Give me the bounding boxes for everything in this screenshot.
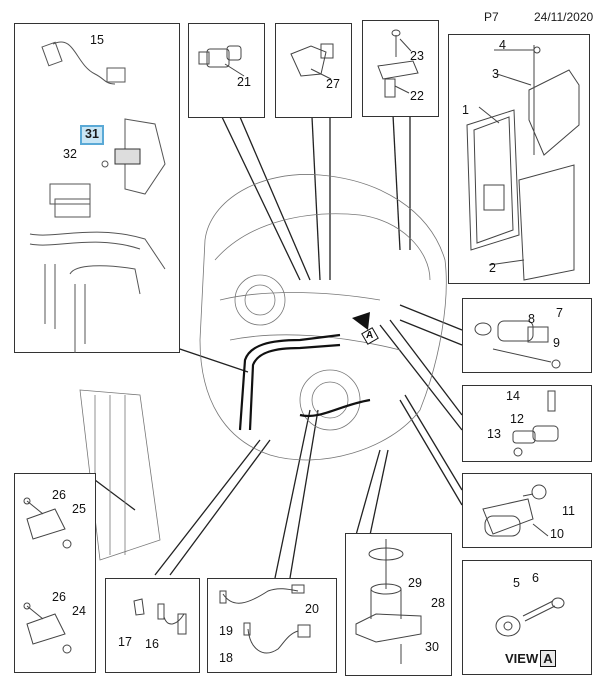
callout-18: 18 — [219, 651, 233, 665]
callout-23: 23 — [410, 49, 424, 63]
callout-29: 29 — [408, 576, 422, 590]
panel-12-13-14 — [462, 385, 592, 462]
part-16-17-drawing — [133, 598, 187, 635]
part-12-13-14-drawing — [512, 390, 559, 457]
callout-2: 2 — [489, 261, 496, 275]
callout-4: 4 — [499, 38, 506, 52]
page-code: P7 — [484, 10, 499, 24]
panel-7-8-9 — [462, 298, 592, 373]
view-letter-badge: A — [540, 650, 556, 667]
panel-16-17 — [105, 578, 200, 673]
leader-10 — [404, 394, 463, 491]
callout-15: 15 — [90, 33, 104, 47]
panel-1-2-3-4 — [448, 34, 590, 284]
part-28-29-30-drawing — [355, 539, 422, 664]
callout-26-top: 26 — [52, 488, 66, 502]
panel-27 — [275, 23, 352, 118]
callout-6: 6 — [532, 571, 539, 585]
callout-1: 1 — [462, 103, 469, 117]
leader-7 — [399, 304, 463, 331]
leader-18 — [274, 409, 311, 579]
leader-16 — [154, 439, 261, 576]
view-label-text: VIEW — [505, 651, 539, 666]
parts-drawing — [29, 41, 166, 353]
ecu-drawing — [466, 45, 580, 281]
leader-21 — [221, 116, 301, 281]
callout-28: 28 — [431, 596, 445, 610]
part-27-drawing — [290, 43, 334, 80]
callout-3: 3 — [492, 67, 499, 81]
part-24-25-26-drawing — [23, 497, 72, 654]
part-7-8-9-drawing — [474, 320, 561, 369]
callout-9: 9 — [553, 336, 560, 350]
part-5-6-drawing — [495, 597, 565, 637]
part-22-23-drawing — [377, 29, 419, 98]
leader-28 — [355, 449, 381, 536]
callout-11: 11 — [562, 504, 575, 518]
callout-7: 7 — [556, 306, 563, 320]
leader-box-left — [166, 329, 249, 373]
leader-27 — [311, 116, 321, 281]
callout-25: 25 — [72, 502, 86, 516]
callout-5: 5 — [513, 576, 520, 590]
panel-10-11 — [462, 473, 592, 548]
leader-22 — [392, 114, 401, 251]
callout-13: 13 — [487, 427, 501, 441]
callout-20: 20 — [305, 602, 319, 616]
callout-24: 24 — [72, 604, 86, 618]
view-a-marker: A — [366, 330, 374, 341]
callout-12: 12 — [510, 412, 524, 426]
panel-22-23 — [362, 20, 439, 117]
callout-14: 14 — [506, 389, 520, 403]
panel-21 — [188, 23, 265, 118]
callout-22: 22 — [410, 89, 424, 103]
callout-30: 30 — [425, 640, 439, 654]
leader-24 — [94, 479, 136, 511]
sensor-15-cable — [52, 41, 116, 85]
part-10-11-drawing — [482, 484, 549, 537]
callout-16: 16 — [145, 637, 159, 651]
callout-26-bottom: 26 — [52, 590, 66, 604]
callout-21: 21 — [237, 75, 251, 89]
callout-17: 17 — [118, 635, 132, 649]
callout-19: 19 — [219, 624, 233, 638]
callout-27: 27 — [326, 77, 340, 91]
panel-18-19-20 — [207, 578, 337, 673]
date-label: 24/11/2020 — [534, 10, 594, 24]
callout-10: 10 — [550, 527, 564, 541]
panel-15-31-32 — [14, 23, 180, 353]
callout-31-highlighted[interactable]: 31 — [80, 125, 104, 145]
callout-32: 32 — [63, 147, 77, 161]
panel-24-25-26 — [14, 473, 96, 673]
panel-28-29-30 — [345, 533, 452, 676]
callout-8: 8 — [528, 312, 535, 326]
part-18-19-20-drawing — [219, 584, 311, 654]
part-21-drawing — [198, 45, 245, 77]
